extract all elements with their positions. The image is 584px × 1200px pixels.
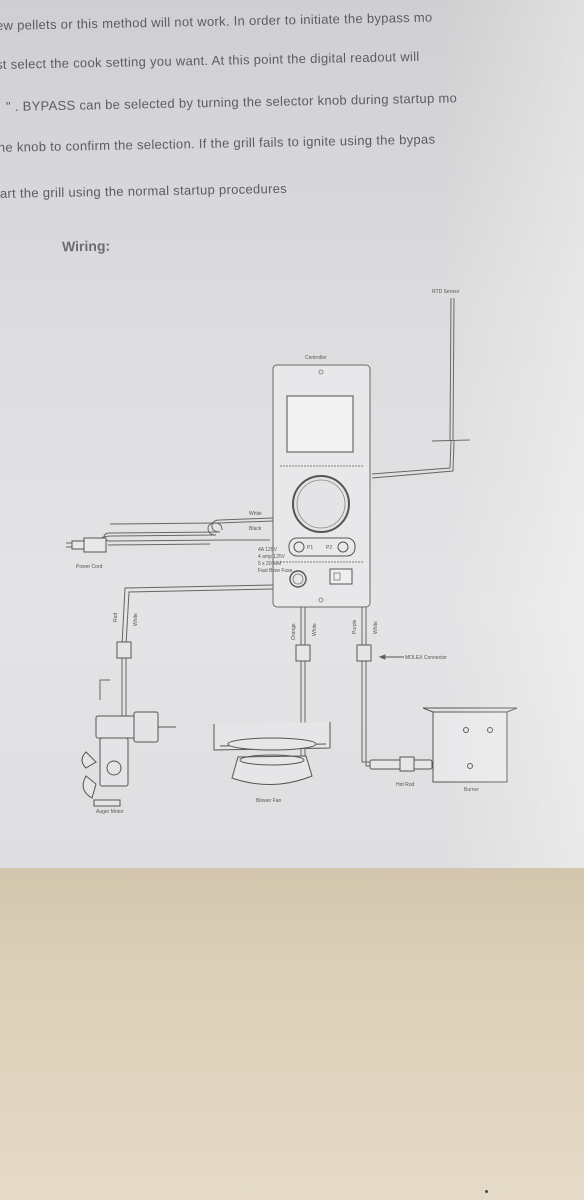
fuse-label: 4A 125V 4 amp 125V 5 x 20 MM Fast Blow F… (258, 547, 293, 574)
wire-orange-label: Orange (291, 623, 297, 640)
wire-black-label: Black (249, 526, 262, 532)
svg-text:4 amp 125V: 4 amp 125V (258, 554, 286, 560)
wiring-diagram: RTD Sensor Controller P1 P2 (66, 289, 518, 815)
p1-label: P1 (307, 545, 313, 551)
svg-text:4A 125V: 4A 125V (258, 547, 278, 553)
wire-white-left-label: White (133, 613, 139, 626)
svg-text:Fast Blow Fuse: Fast Blow Fuse (258, 568, 293, 574)
wire-purple-label: Purple (352, 619, 358, 634)
wire-white-label: White (249, 511, 262, 517)
rtd-sensor-label: RTD Sensor (432, 289, 460, 295)
background-surface (0, 868, 584, 1200)
svg-text:5 x 20 MM: 5 x 20 MM (258, 561, 281, 567)
blower-fan-label: Blower Fan (256, 798, 282, 804)
speck (485, 1190, 488, 1193)
power-cord (66, 517, 274, 553)
hot-rod-label: Hot Rod (396, 782, 415, 788)
auger-wires (99, 584, 274, 720)
power-cord-label: Power Cord (76, 564, 103, 570)
rtd-sensor (371, 297, 471, 479)
controller-label: Controller (305, 355, 327, 361)
burner (422, 707, 518, 783)
controller: P1 P2 (272, 364, 371, 608)
molex-connector-label: MOLEX Connector (405, 655, 447, 661)
blower-fan (213, 722, 331, 785)
burner-label: Burner (464, 787, 479, 793)
document-page: ew pellets or this method will not work.… (0, 0, 584, 868)
wire-white-mid-label: White (312, 623, 318, 636)
auger-motor-label: Auger Motor (96, 809, 124, 815)
wire-red-label: Red (113, 613, 119, 622)
wire-white-right-label: White (373, 621, 379, 634)
hot-rod-wires (356, 607, 404, 767)
auger-motor (81, 711, 176, 807)
p2-label: P2 (326, 545, 332, 551)
